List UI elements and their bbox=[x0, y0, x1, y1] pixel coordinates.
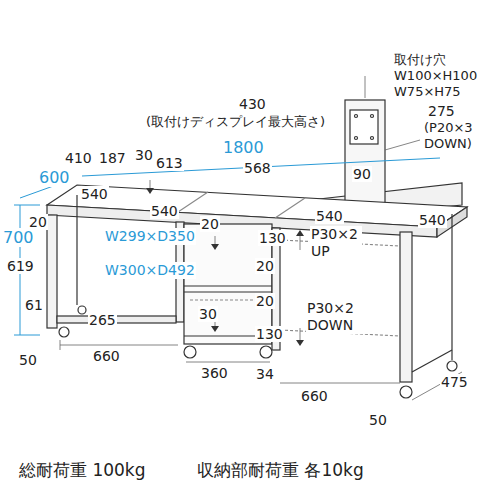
blue-dimension: W299×D350 bbox=[104, 228, 196, 245]
blue-dimension: W300×D492 bbox=[104, 262, 196, 279]
dimension-label: 475 bbox=[440, 374, 469, 390]
dimension-label: 540 bbox=[150, 203, 179, 219]
dimension-label: 540 bbox=[315, 208, 344, 224]
blue-dimension: 1800 bbox=[222, 138, 265, 157]
dimension-label: 90 bbox=[352, 166, 372, 182]
dimension-label: 568 bbox=[243, 160, 272, 176]
dimension-label: 410 bbox=[64, 150, 93, 166]
dimension-label: (P20×3 DOWN) bbox=[423, 120, 487, 152]
dimension-label: 30 bbox=[198, 306, 218, 322]
dimension-label: 50 bbox=[18, 352, 38, 368]
dimension-label: 619 bbox=[6, 258, 35, 274]
dimension-label: 275 bbox=[427, 103, 456, 119]
dimension-label: (取付けディスプレイ最大高さ) bbox=[145, 114, 326, 130]
dimension-label: 540 bbox=[418, 212, 447, 228]
dimension-label: 総耐荷重 100kg bbox=[18, 460, 147, 480]
dimension-label: 20 bbox=[255, 293, 275, 309]
dimension-label: 430 bbox=[238, 96, 267, 112]
dimension-label: P30×2 UP bbox=[310, 226, 362, 260]
dimension-label: 360 bbox=[200, 365, 229, 381]
dimension-label: 660 bbox=[92, 348, 121, 364]
dimension-label: 265 bbox=[88, 312, 117, 328]
dimension-label: 収納部耐荷重 各10kg bbox=[196, 460, 365, 480]
dimension-label: 50 bbox=[368, 412, 388, 428]
dimension-label: P30×2 DOWN bbox=[306, 300, 370, 334]
blue-dimension: 700 bbox=[2, 228, 35, 247]
dimension-label: 613 bbox=[155, 155, 184, 171]
blue-dimension: 600 bbox=[38, 168, 71, 187]
dimension-label: 20 bbox=[200, 216, 220, 232]
dimension-label: 取付け穴 W100×H100 W75×H75 bbox=[393, 52, 495, 100]
dimension-label: 130 bbox=[258, 230, 287, 246]
dimension-label: 34 bbox=[255, 366, 275, 382]
dimension-label: 660 bbox=[300, 388, 329, 404]
dimension-label: 540 bbox=[80, 186, 109, 202]
dimension-label: 20 bbox=[255, 258, 275, 274]
dimension-label: 130 bbox=[255, 326, 284, 342]
dimension-label: 61 bbox=[24, 297, 44, 313]
dimension-label: 30 bbox=[134, 147, 154, 163]
dimension-label: 187 bbox=[98, 150, 127, 166]
